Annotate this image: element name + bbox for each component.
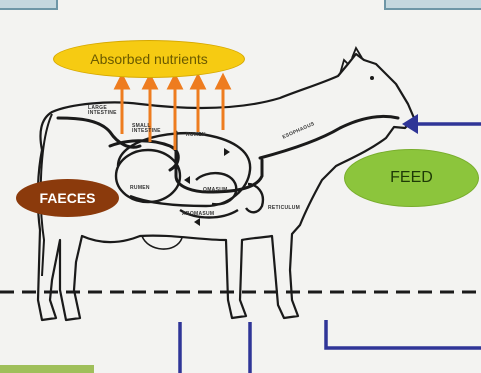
cow-eye	[370, 76, 374, 80]
absorption-arrows	[116, 76, 229, 150]
rumen-chamber	[116, 150, 180, 202]
feed-label: FEED	[344, 149, 479, 207]
corner-green-bar	[0, 365, 94, 373]
organ-label-reticulum: RETICULUM	[268, 206, 300, 211]
cow-udder	[142, 236, 182, 249]
cow-horn	[352, 48, 362, 58]
feed-arrowhead	[402, 114, 418, 134]
organ-label-large-intestine-line2: INTESTINE	[88, 111, 117, 116]
organ-label-omasum: OMASUM	[203, 188, 228, 193]
organ-label-rumen-top: RUMEN	[186, 133, 206, 138]
rumen-main	[118, 133, 250, 206]
organ-label-small-intestine: SMALL INTESTINE	[132, 124, 161, 134]
organ-label-abomasum: ABOMASUM	[182, 212, 214, 217]
faeces-label: FAECES	[16, 179, 119, 217]
absorbed-nutrients-label: Absorbed nutrients	[53, 40, 245, 78]
organ-label-small-intestine-line2: INTESTINE	[132, 129, 161, 134]
organ-label-rumen-left: RUMEN	[130, 186, 150, 191]
organ-label-large-intestine: LARGE INTESTINE	[88, 106, 117, 116]
